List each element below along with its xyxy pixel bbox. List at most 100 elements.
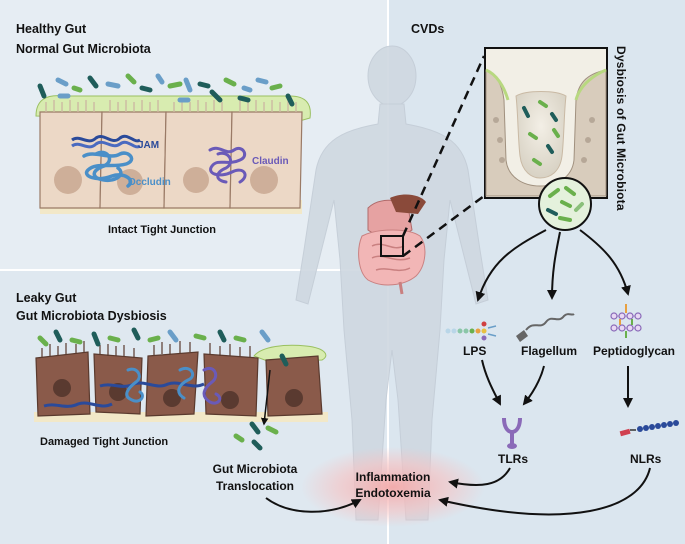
nlr-receptor-icon: [619, 420, 679, 437]
arrow-to-peptidoglycan: [579, 229, 631, 296]
bacterium: [548, 188, 560, 198]
cell-nucleus: [221, 391, 239, 409]
bacterium: [37, 335, 49, 347]
zoom-line-bottom: [402, 194, 485, 258]
glycan-unit: [618, 312, 626, 320]
bacterium: [546, 144, 554, 154]
bacterium: [209, 89, 223, 103]
nlr-card-domain: [619, 428, 631, 437]
lps-label: LPS: [463, 344, 487, 358]
endotoxemia-label: Endotoxemia: [355, 486, 431, 500]
tlr-stalk: [510, 432, 514, 444]
nlr-lrr: [649, 424, 655, 430]
arrow-tlrs-to-inflammation: [448, 467, 511, 489]
intact-tight-junction-caption: Intact Tight Junction: [108, 224, 216, 236]
bacteria-magnifier: [538, 177, 592, 231]
bacterium: [217, 329, 227, 343]
epithelial-cell: [229, 111, 303, 209]
nlrs-label: NLRs: [630, 452, 662, 466]
nlr-lrr: [643, 425, 649, 431]
basement-membrane: [34, 412, 328, 422]
bacterium: [279, 353, 289, 367]
peptidoglycan-label: Peptidoglycan: [593, 344, 676, 358]
zoom-source-box: [380, 235, 404, 257]
bacterium: [259, 329, 271, 343]
inflammation-glow: [301, 447, 485, 527]
claudin-protein: [202, 367, 222, 405]
tlr-tir-domain: [507, 443, 517, 449]
bacterium: [139, 85, 153, 93]
lps-bead: [475, 328, 481, 334]
flagellum-label: Flagellum: [521, 344, 578, 358]
translocation-label-line1: Gut Microbiota: [212, 462, 298, 476]
lps-bead: [469, 328, 475, 334]
arrow-flagellum-to-tlrs: [522, 365, 545, 406]
intestine-folds: [371, 243, 411, 272]
bacterium: [131, 327, 141, 341]
flagellum-filament: [525, 313, 575, 331]
bacterium: [237, 95, 251, 103]
bacterium: [269, 83, 283, 91]
leaky-gut-title: Leaky Gut: [16, 291, 77, 305]
jam-label: JAM: [138, 140, 160, 151]
bacterium: [167, 329, 179, 343]
cell-nucleus: [54, 166, 82, 194]
jam-protein: [43, 381, 205, 408]
cell-nucleus: [250, 166, 278, 194]
cell-dot: [493, 117, 499, 123]
bacterium: [55, 77, 69, 87]
lps-bead: [481, 328, 487, 334]
lps-bead: [481, 335, 487, 341]
translocation-arrow: [260, 369, 271, 426]
nlr-lrr: [661, 422, 667, 428]
nlr-lrr: [637, 426, 643, 432]
lipid-tail: [487, 325, 497, 337]
glycan-unit: [634, 312, 642, 320]
zoom-line-top: [401, 55, 486, 237]
bacterium: [574, 202, 584, 212]
cell-dot: [497, 137, 503, 143]
lps-bead: [451, 328, 457, 334]
bacterium: [37, 83, 47, 99]
bacterium: [546, 208, 558, 216]
liver: [390, 194, 426, 214]
occludin-label: Occludin: [128, 177, 171, 188]
lps-bead: [457, 328, 463, 334]
bacterium: [233, 433, 245, 443]
tlr-receptor-icon: [502, 418, 522, 449]
bacterium: [558, 216, 572, 222]
tlrs-label: TLRs: [498, 452, 528, 466]
healthy-gut-title: Healthy Gut: [16, 22, 87, 36]
leaky-gut-subtitle: Gut Microbiota Dysbiosis: [16, 309, 167, 323]
glycan-unit: [634, 324, 642, 332]
bacterium: [560, 200, 572, 208]
inflammation-label: Inflammation: [355, 470, 431, 484]
human-silhouette: [295, 45, 489, 521]
bacterium: [183, 77, 193, 93]
cvds-title: CVDs: [411, 22, 445, 36]
bacterium: [522, 106, 530, 118]
bacterium: [155, 73, 165, 85]
cell-dot: [581, 157, 587, 163]
bacterium: [223, 77, 237, 87]
bacterium: [167, 81, 183, 89]
bacterium: [532, 158, 542, 166]
healthy-gut-subtitle: Normal Gut Microbiota: [16, 42, 151, 56]
lps-bead: [463, 328, 469, 334]
inset-mucus: [485, 68, 607, 101]
glycan-unit: [610, 324, 618, 332]
bacterium: [87, 75, 99, 89]
glycan-unit: [618, 324, 626, 332]
arrow-translocation-to-inflammation: [265, 497, 362, 513]
occludin-protein: [82, 150, 134, 188]
bacterium: [265, 425, 279, 435]
translocation-label-line2: Translocation: [215, 479, 295, 493]
bacterium: [285, 93, 295, 107]
bacterium: [538, 100, 548, 108]
nlr-lrr: [655, 423, 661, 429]
epithelial-cell: [163, 111, 233, 209]
villus-inset: [484, 47, 608, 199]
bacterium: [125, 73, 137, 85]
